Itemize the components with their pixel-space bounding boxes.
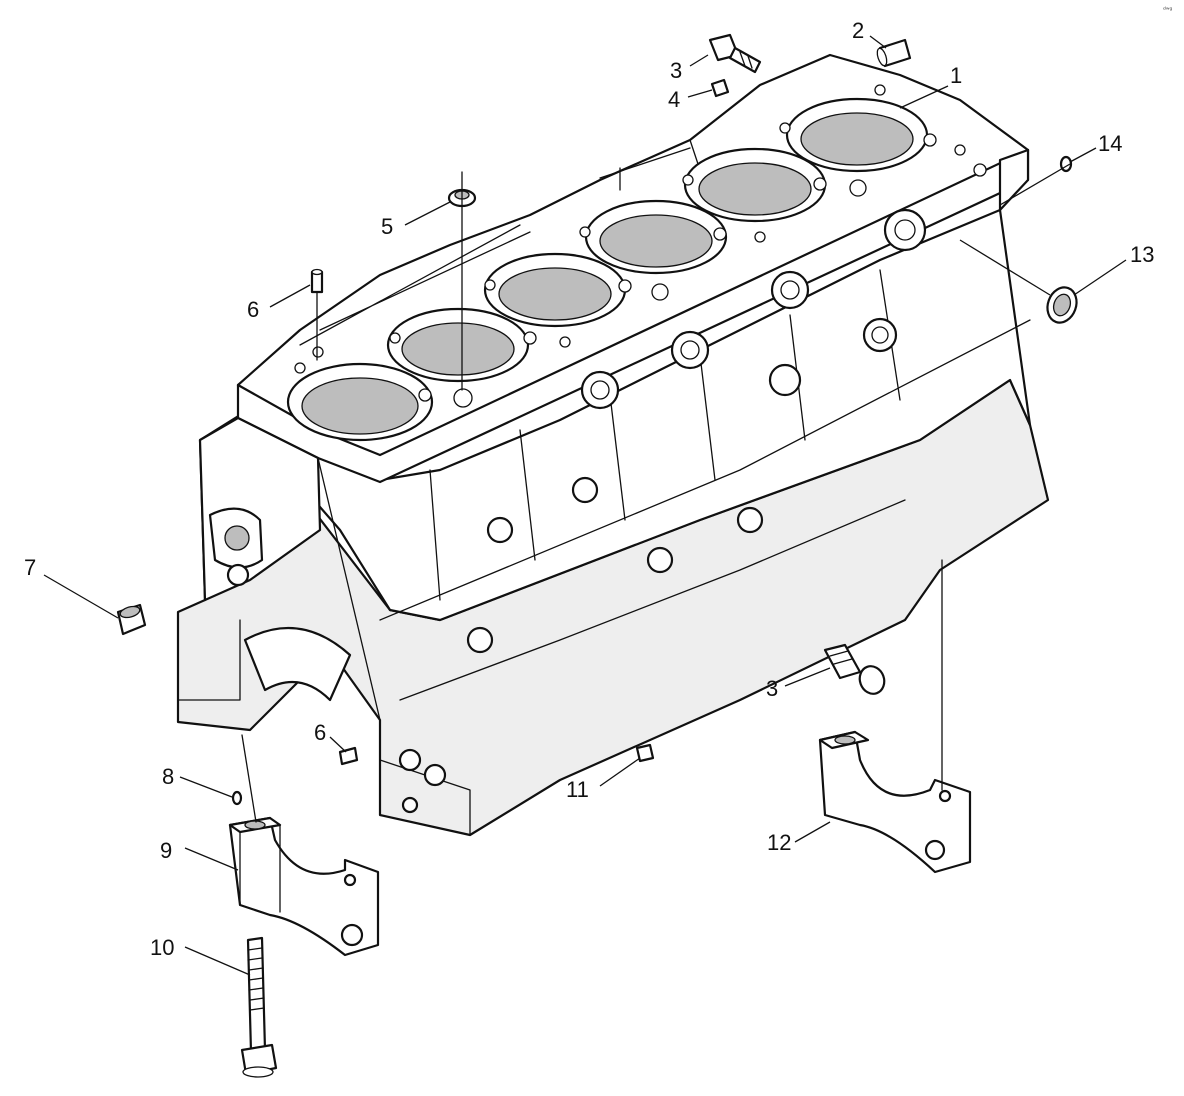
callout-3-top: 3 (670, 58, 682, 83)
cylinder-block-icon (176, 53, 1050, 837)
callout-6-bottom: 6 (314, 720, 326, 745)
dowel-pin-icon (310, 268, 324, 361)
seal-ring-icon (1046, 286, 1078, 324)
bearing-cap-icon (228, 734, 380, 957)
callout-11: 11 (566, 777, 589, 802)
callout-2: 2 (852, 18, 864, 43)
bolt-icon (823, 643, 886, 695)
dowel-pin-icon (876, 38, 912, 68)
callouts: 1 2 3 4 5 6 7 8 9 10 11 12 13 14 3 6 (24, 18, 1154, 960)
corner-mark: ᵈʷᵍ (1163, 6, 1172, 14)
head-bolt-holes (294, 84, 987, 408)
callout-4: 4 (668, 87, 680, 112)
callout-12: 12 (767, 830, 791, 855)
dowel-pin-icon (231, 790, 243, 806)
callout-9: 9 (160, 838, 172, 863)
dowel-pin-icon (338, 746, 359, 766)
callout-8: 8 (162, 764, 174, 789)
bolt-icon (708, 33, 762, 74)
cylinder-bores (286, 97, 929, 442)
callout-5: 5 (381, 214, 393, 239)
callout-10: 10 (150, 935, 174, 960)
bearing-cap-icon (818, 559, 972, 874)
plug-icon (447, 171, 477, 391)
callout-14: 14 (1098, 131, 1122, 156)
bolt-icon (240, 936, 278, 1078)
plug-icon (116, 603, 147, 636)
callout-6-top: 6 (247, 297, 259, 322)
callout-13: 13 (1130, 242, 1154, 267)
callout-3-bottom: 3 (766, 676, 778, 701)
dowel-pin-icon (635, 743, 655, 763)
leader-lines (43, 35, 1127, 976)
block-ribs (379, 208, 1031, 701)
dowel-pin-icon (710, 78, 730, 98)
callout-1: 1 (950, 63, 962, 88)
callout-7: 7 (24, 555, 36, 580)
